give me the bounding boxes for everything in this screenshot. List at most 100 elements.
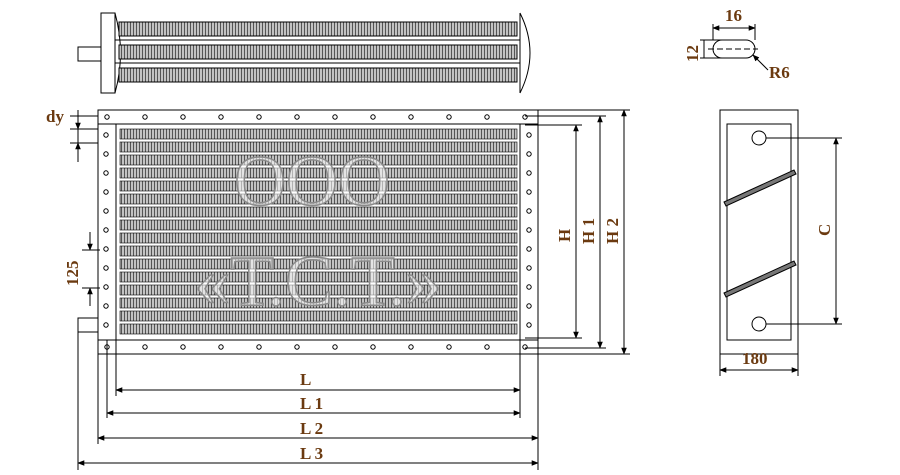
mounting-hole xyxy=(103,322,109,328)
mounting-hole xyxy=(526,189,532,195)
mounting-hole xyxy=(103,208,109,214)
L-label: L xyxy=(300,370,311,389)
H-label: H xyxy=(555,229,574,242)
mounting-hole xyxy=(526,170,532,176)
mounting-hole xyxy=(256,114,262,120)
mounting-hole xyxy=(526,132,532,138)
front-outlet-stub xyxy=(77,317,99,333)
mounting-hole xyxy=(103,151,109,157)
height-dimensions xyxy=(525,109,630,355)
mounting-hole xyxy=(103,265,109,271)
mounting-hole xyxy=(103,132,109,138)
mounting-hole xyxy=(370,114,376,120)
mounting-hole xyxy=(142,114,148,120)
mounting-hole xyxy=(484,114,490,120)
dy-dimension xyxy=(70,110,98,162)
side-baffle-1 xyxy=(723,169,797,207)
watermark-line-1: ООО xyxy=(234,141,390,221)
mounting-hole xyxy=(526,303,532,309)
pitch-label: 125 xyxy=(63,261,82,287)
L2-label: L 2 xyxy=(300,419,323,438)
C-label: C xyxy=(815,224,834,236)
fin-tube-row xyxy=(119,245,518,257)
slot-hole xyxy=(712,39,756,59)
mounting-hole xyxy=(526,227,532,233)
mounting-hole xyxy=(104,114,110,120)
fin-tube-row xyxy=(119,219,518,231)
mounting-hole xyxy=(218,114,224,120)
mounting-hole xyxy=(180,344,186,350)
mounting-hole xyxy=(256,344,262,350)
mounting-hole xyxy=(526,246,532,252)
fin-tube-row xyxy=(119,297,518,309)
hole-radius-label: R6 xyxy=(769,63,790,82)
mounting-hole xyxy=(526,151,532,157)
side-bottom-pipe xyxy=(751,316,767,332)
mounting-hole xyxy=(484,344,490,350)
top-tube-3 xyxy=(118,67,518,83)
mounting-hole xyxy=(522,114,528,120)
side-top-pipe xyxy=(751,130,767,146)
L3-label: L 3 xyxy=(300,444,323,463)
fin-tube-row xyxy=(119,232,518,244)
front-inlet-stub xyxy=(77,128,99,144)
mounting-hole xyxy=(332,344,338,350)
hole-detail xyxy=(700,24,769,71)
mounting-hole xyxy=(332,114,338,120)
fin-tube-row xyxy=(119,154,518,166)
fin-tube-row xyxy=(119,128,518,140)
depth-label: 180 xyxy=(742,349,768,368)
fin-tube-row xyxy=(119,180,518,192)
side-baffle-2 xyxy=(723,260,797,298)
fin-tube-row xyxy=(119,271,518,283)
front-frame xyxy=(97,109,539,355)
fin-tube-row xyxy=(119,167,518,179)
top-tube-1 xyxy=(118,21,518,37)
H2-label: H 2 xyxy=(603,218,622,244)
mounting-hole xyxy=(103,227,109,233)
fin-tube-row xyxy=(119,193,518,205)
mounting-hole xyxy=(294,114,300,120)
pitch-dimension xyxy=(82,232,100,306)
mounting-hole xyxy=(408,114,414,120)
mounting-hole xyxy=(294,344,300,350)
top-view xyxy=(77,12,531,94)
frame-mounting-holes xyxy=(103,114,532,350)
mounting-hole xyxy=(446,344,452,350)
H1-label: H 1 xyxy=(579,218,598,244)
mounting-hole xyxy=(103,246,109,252)
mounting-hole xyxy=(522,344,528,350)
mounting-hole xyxy=(446,114,452,120)
mounting-hole xyxy=(103,303,109,309)
fin-tube-row xyxy=(119,141,518,153)
watermark-line-2: «Т.С.Т.» xyxy=(194,241,442,321)
mounting-hole xyxy=(103,189,109,195)
mounting-hole xyxy=(142,344,148,350)
hole-width-label: 16 xyxy=(725,6,742,25)
fin-tube-row xyxy=(119,284,518,296)
length-dimensions xyxy=(77,332,539,470)
mounting-hole xyxy=(103,170,109,176)
mounting-hole xyxy=(526,284,532,290)
mounting-hole xyxy=(526,322,532,328)
mounting-hole xyxy=(180,114,186,120)
mounting-hole xyxy=(526,208,532,214)
top-right-cap xyxy=(519,12,531,94)
side-view xyxy=(719,109,842,376)
L1-label: L 1 xyxy=(300,394,323,413)
top-left-header xyxy=(100,12,116,94)
top-tube-2 xyxy=(118,44,518,60)
mounting-hole xyxy=(103,284,109,290)
fin-tube-row xyxy=(119,258,518,270)
top-inlet-stub xyxy=(77,46,102,62)
mounting-hole xyxy=(526,265,532,271)
mounting-hole xyxy=(408,344,414,350)
fin-tube-row xyxy=(119,206,518,218)
mounting-hole xyxy=(370,344,376,350)
fin-tube-rows xyxy=(119,128,518,335)
front-view xyxy=(77,109,539,355)
hole-height-label: 12 xyxy=(683,45,702,62)
mounting-hole xyxy=(218,344,224,350)
dy-label: dy xyxy=(46,107,64,126)
